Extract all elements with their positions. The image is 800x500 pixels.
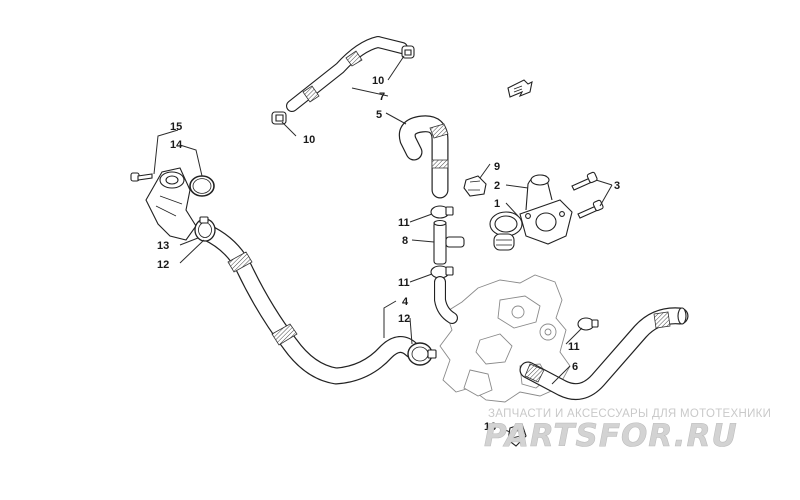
screw-15 bbox=[130, 172, 153, 182]
watermark: ЗАПЧАСТИ И АКСЕССУАРЫ ДЛЯ МОТОТЕХНИКИ PA… bbox=[484, 408, 771, 454]
label-2: 2 bbox=[494, 180, 500, 192]
label-7: 7 bbox=[379, 91, 385, 103]
label-11-upper: 11 bbox=[398, 217, 410, 229]
part-labels: 10 7 5 10 9 2 1 3 11 8 11 15 14 13 12 4 … bbox=[157, 75, 620, 433]
label-3: 3 bbox=[614, 180, 620, 192]
thermostat-housing-2 bbox=[519, 174, 573, 245]
clamp-10-lower bbox=[271, 111, 287, 125]
screws-3 bbox=[571, 171, 604, 219]
label-14: 14 bbox=[170, 139, 183, 151]
label-1: 1 bbox=[494, 198, 500, 210]
label-10-upper: 10 bbox=[372, 75, 384, 87]
label-8: 8 bbox=[402, 235, 408, 247]
o-ring-14 bbox=[189, 175, 215, 197]
watermark-brand: PARTSFOR.RU bbox=[484, 418, 738, 454]
label-9: 9 bbox=[494, 161, 500, 173]
clamp-12-upper bbox=[194, 216, 216, 242]
hose-7 bbox=[286, 36, 408, 112]
fwd-arrow-icon bbox=[507, 79, 533, 98]
label-12-right: 12 bbox=[398, 313, 410, 325]
label-11-lower: 11 bbox=[398, 277, 410, 289]
label-12-left: 12 bbox=[157, 259, 169, 271]
hose-5 bbox=[398, 115, 449, 199]
label-13: 13 bbox=[157, 240, 169, 252]
clamp-11-right bbox=[577, 317, 599, 331]
label-15: 15 bbox=[170, 121, 182, 133]
clamp-9 bbox=[463, 175, 487, 197]
label-16: 16 bbox=[484, 421, 496, 433]
watermark-caption: ЗАПЧАСТИ И АКСЕССУАРЫ ДЛЯ МОТОТЕХНИКИ bbox=[488, 408, 771, 420]
clamp-11-upper bbox=[430, 205, 454, 219]
tee-fitting-8 bbox=[433, 219, 465, 265]
label-10-lower: 10 bbox=[303, 134, 315, 146]
clamp-11-lower bbox=[430, 265, 454, 279]
hose-short-lower bbox=[434, 276, 458, 324]
clip-16 bbox=[507, 423, 527, 447]
clamp-10-upper bbox=[401, 45, 415, 59]
label-11-right: 11 bbox=[568, 341, 580, 353]
hose-4 bbox=[197, 223, 421, 385]
leader-lines bbox=[153, 55, 613, 433]
hose-6 bbox=[519, 307, 689, 401]
label-6: 6 bbox=[572, 361, 578, 373]
clamp-12-lower bbox=[407, 342, 437, 366]
thermostat-1 bbox=[489, 211, 523, 251]
label-5: 5 bbox=[376, 109, 382, 121]
outlet-elbow-13 bbox=[145, 167, 197, 241]
label-4: 4 bbox=[402, 296, 409, 308]
